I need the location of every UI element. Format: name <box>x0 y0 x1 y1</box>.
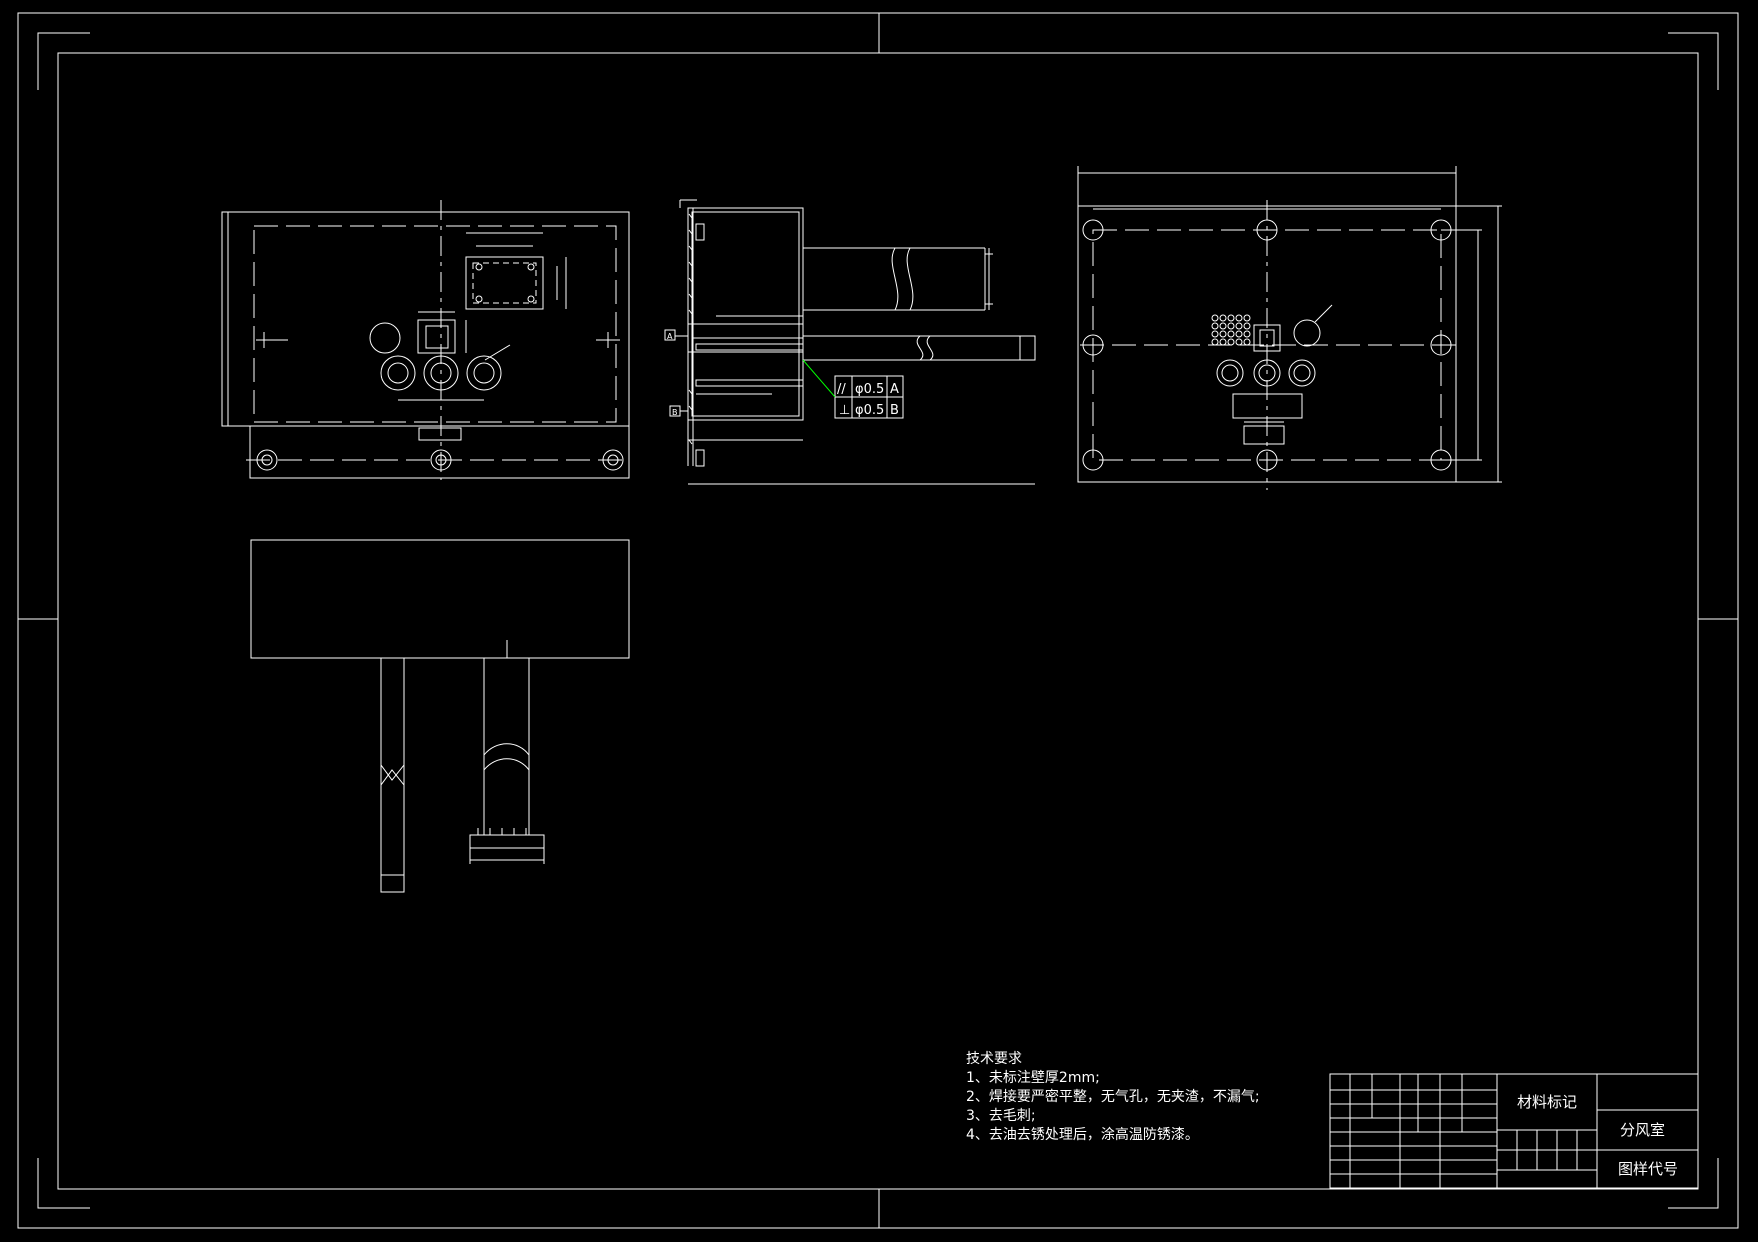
tolerance-2-value: φ0.5 <box>855 403 884 418</box>
tech-title: 技术要求 <box>966 1051 1022 1067</box>
datum-label-a: A <box>667 332 673 341</box>
tolerance-frame: // φ0.5 A ⊥ φ0.5 B <box>837 382 899 418</box>
tolerance-2-symbol: ⊥ <box>839 403 850 418</box>
tolerance-1-symbol: // <box>837 382 846 397</box>
tech-item-1: 1、未标注壁厚2mm; <box>966 1070 1100 1086</box>
tech-item-3: 3、去毛刺; <box>966 1108 1036 1124</box>
side-view <box>664 199 1036 485</box>
inner-border <box>57 52 1699 1190</box>
tolerance-1-value: φ0.5 <box>855 382 884 397</box>
drawing-number-label: 图样代号 <box>1618 1160 1678 1178</box>
title-block <box>1329 1073 1699 1189</box>
outer-border <box>17 12 1739 1229</box>
technical-requirements: 技术要求 1、未标注壁厚2mm; 2、焊接要严密平整，无气孔，无夹渣，不漏气; … <box>966 1050 1260 1145</box>
tolerance-1-datum: A <box>890 382 899 397</box>
tolerance-2-datum: B <box>890 403 899 418</box>
front-view <box>221 200 630 480</box>
top-view <box>1077 166 1502 490</box>
tech-item-2: 2、焊接要严密平整，无气孔，无夹渣，不漏气; <box>966 1089 1260 1105</box>
bottom-view <box>250 539 630 893</box>
material-label: 材料标记 <box>1517 1093 1577 1111</box>
datum-label-b: B <box>672 408 678 417</box>
part-name: 分风室 <box>1620 1121 1665 1139</box>
tech-item-4: 4、去油去锈处理后，涂高温防锈漆。 <box>966 1127 1199 1143</box>
